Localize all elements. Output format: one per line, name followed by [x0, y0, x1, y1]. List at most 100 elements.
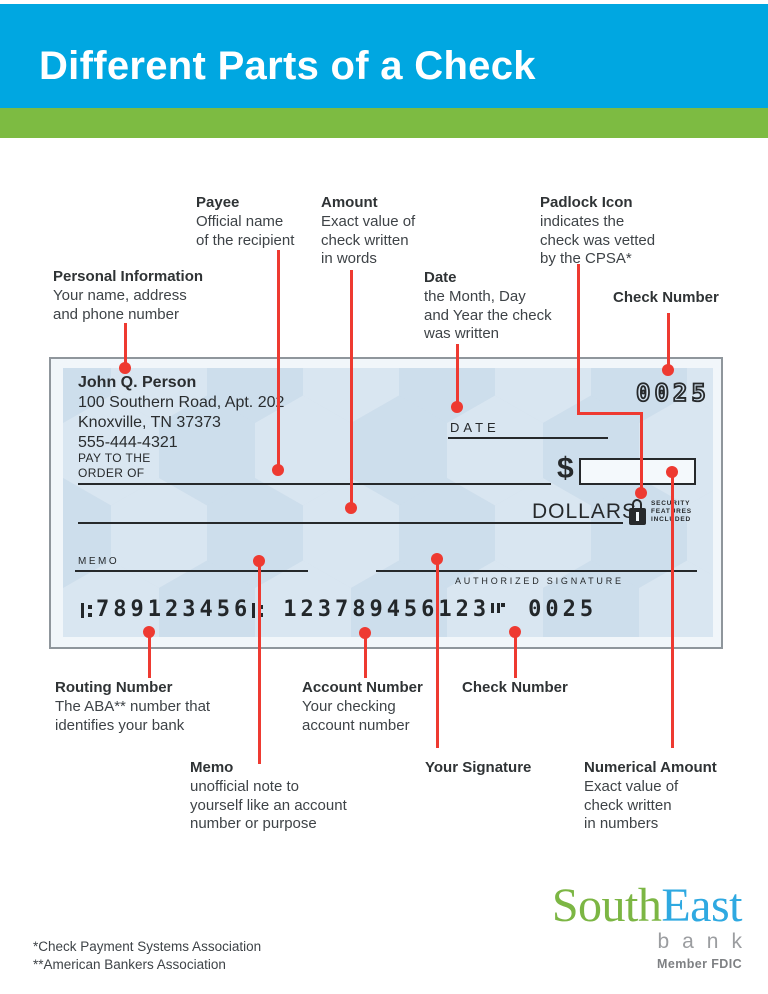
account-holder-address1: 100 Southern Road, Apt. 202: [78, 394, 285, 411]
note-title: Memo: [190, 759, 234, 776]
note-payee: Payee Official name of the recipient: [196, 194, 294, 250]
connector-your-signature: [436, 559, 439, 748]
note-line: account number: [302, 716, 410, 734]
green-stripe: [0, 108, 768, 138]
note-memo: Memo unofficial note to yourself like an…: [190, 759, 347, 834]
note-line: yourself like an account: [190, 796, 347, 814]
connector-padlock-horizontal: [577, 412, 642, 415]
connector-date: [456, 344, 459, 407]
account-holder-block: John Q. Person 100 Southern Road, Apt. 2…: [78, 373, 284, 453]
note-line: check written: [321, 231, 409, 249]
connector-personal-information: [124, 323, 127, 368]
note-personal-information: Personal Information Your name, address …: [53, 268, 203, 324]
padlock-shackle: [632, 499, 642, 511]
note-your-signature: Your Signature: [425, 759, 531, 778]
micr-line: 789123456 123789456123 0025: [80, 597, 597, 622]
note-line: Exact value of: [321, 212, 416, 230]
written-amount-line: [78, 522, 623, 524]
note-line: and phone number: [53, 305, 179, 323]
note-numerical-amount: Numerical Amount Exact value of check wr…: [584, 759, 717, 834]
connector-padlock-vertical2: [640, 412, 643, 493]
footnote-aba: **American Bankers Association: [33, 956, 226, 972]
security-badge-line: SECURITY: [651, 500, 690, 507]
connector-dot-your-signature: [431, 553, 443, 565]
note-line: check written: [584, 796, 672, 814]
southeast-bank-logo: SouthEast bank Member FDIC: [551, 879, 743, 972]
date-line: [448, 437, 608, 439]
micr-transit-icon: [80, 600, 96, 620]
note-line: unofficial note to: [190, 777, 299, 795]
header-band: [0, 4, 768, 108]
note-line: was written: [424, 325, 500, 343]
connector-numerical-amount: [671, 472, 674, 748]
micr-routing-number: 789123456: [96, 597, 252, 622]
memo-line: [75, 570, 308, 572]
account-holder-phone: 555-444-4321: [78, 434, 178, 451]
note-amount: Amount Exact value of check written in w…: [321, 194, 415, 269]
authorized-signature-label: AUTHORIZED SIGNATURE: [455, 576, 624, 586]
date-label: DATE: [450, 420, 500, 435]
note-routing-number: Routing Number The ABA** number that ide…: [55, 679, 210, 735]
signature-line: [376, 570, 697, 572]
note-account-number: Account Number Your checking account num…: [302, 679, 423, 735]
note-line: number or purpose: [190, 815, 317, 833]
note-line: Official name: [196, 212, 284, 230]
note-line: in words: [321, 250, 377, 268]
security-badge-line: INCLUDED: [651, 516, 691, 523]
payee-line: [78, 483, 551, 485]
connector-dot-check-number-bottom: [509, 626, 521, 638]
connector-dot-amount: [345, 502, 357, 514]
connector-dot-memo: [253, 555, 265, 567]
note-line: identifies your bank: [55, 716, 185, 734]
note-title: Check Number: [462, 679, 568, 696]
note-line: indicates the: [540, 212, 625, 230]
micr-check-number: 0025: [528, 597, 598, 622]
note-date: Date the Month, Day and Year the check w…: [424, 269, 552, 344]
micr-transit-icon: [251, 600, 267, 620]
note-line: The ABA** number that: [55, 697, 211, 715]
note-line: check was vetted: [540, 231, 656, 249]
note-title: Date: [424, 269, 457, 286]
note-line: the Month, Day: [424, 287, 526, 305]
padlock-icon: [629, 499, 646, 526]
note-title: Account Number: [302, 679, 423, 696]
note-padlock-icon: Padlock Icon indicates the check was vet…: [540, 194, 655, 269]
connector-memo: [258, 561, 261, 764]
connector-dot-account-number: [359, 627, 371, 639]
page-title: Different Parts of a Check: [39, 44, 536, 88]
note-title: Amount: [321, 194, 378, 211]
note-check-number-top: Check Number: [613, 289, 719, 308]
check-number-top-right: 0025: [635, 378, 710, 408]
logo-south: South: [551, 879, 662, 932]
note-title: Numerical Amount: [584, 759, 717, 776]
dollars-label: DOLLARS: [532, 500, 638, 523]
note-line: Your checking: [302, 697, 396, 715]
note-title: Payee: [196, 194, 240, 211]
connector-dot-personal-information: [119, 362, 131, 374]
note-line: and Year the check: [424, 306, 552, 324]
memo-label: MEMO: [78, 556, 120, 567]
connector-dot-padlock: [635, 487, 647, 499]
note-title: Personal Information: [53, 268, 204, 285]
pay-to-the: PAY TO THE: [78, 451, 151, 465]
order-of: ORDER OF: [78, 466, 145, 480]
note-check-number-bottom: Check Number: [462, 679, 568, 698]
logo-east: East: [661, 879, 742, 932]
padlock-keyhole: [636, 512, 639, 521]
connector-dot-payee: [272, 464, 284, 476]
note-title: Routing Number: [55, 679, 173, 696]
logo-member-fdic: Member FDIC: [657, 957, 742, 971]
note-line: in numbers: [584, 815, 659, 833]
micr-onus-icon: [490, 600, 506, 620]
logo-bank: bank: [657, 930, 755, 953]
connector-padlock-vertical1: [577, 264, 580, 415]
connector-routing-number: [148, 632, 151, 678]
pay-to-the-order-of-label: PAY TO THE ORDER OF: [78, 451, 151, 481]
note-title: Your Signature: [425, 759, 532, 776]
connector-dot-routing-number: [143, 626, 155, 638]
account-holder-name: John Q. Person: [78, 374, 197, 391]
numerical-amount-box: [579, 458, 696, 485]
connector-dot-numerical-amount: [666, 466, 678, 478]
note-line: by the CPSA*: [540, 250, 632, 268]
